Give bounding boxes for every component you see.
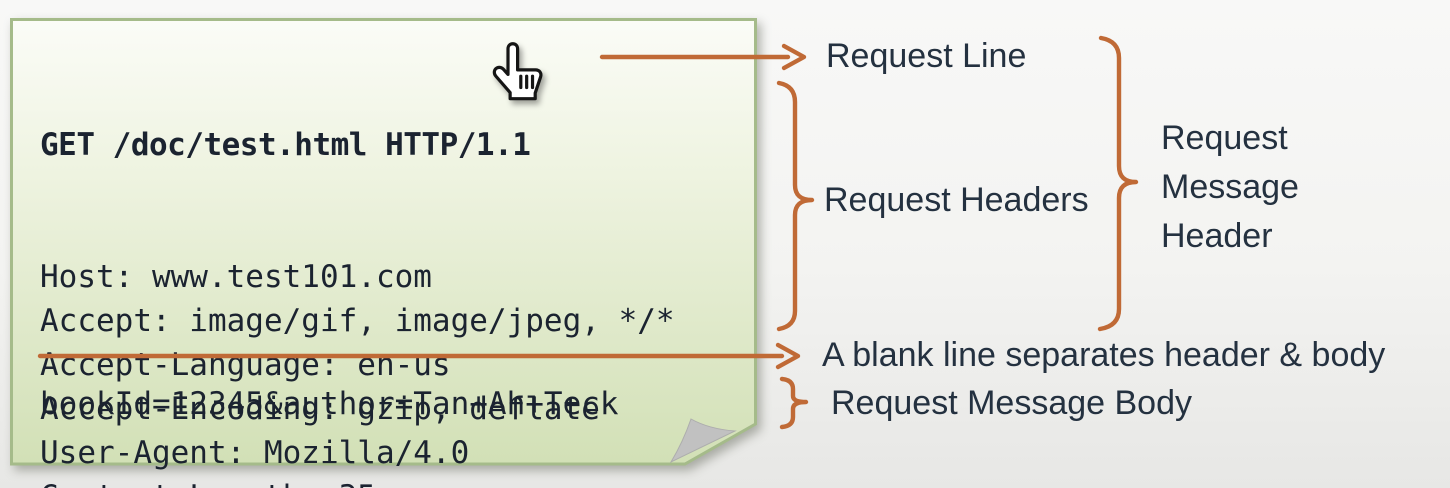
request-header-line: User-Agent: Mozilla/4.0	[40, 435, 470, 471]
request-message-header-brace-icon	[1097, 35, 1139, 332]
request-headers-brace-icon	[776, 80, 815, 332]
blank-line-label: A blank line separates header & body	[822, 336, 1386, 374]
folded-corner-icon	[669, 418, 737, 464]
request-line-arrowhead-icon	[781, 43, 807, 71]
request-message-body-brace-icon	[779, 376, 809, 430]
http-request-note: GET /doc/test.html HTTP/1.1 Host: www.te…	[10, 18, 758, 488]
request-text-block: GET /doc/test.html HTTP/1.1 Host: www.te…	[40, 35, 675, 488]
request-line-label: Request Line	[826, 37, 1027, 75]
request-line-text: GET /doc/test.html HTTP/1.1	[40, 127, 531, 163]
hand-cursor-icon	[492, 42, 543, 101]
request-header-line: Accept-Language: en-us	[40, 347, 451, 383]
request-message-header-label-line: Request	[1161, 119, 1288, 157]
request-header-line: Host: www.test101.com	[40, 259, 432, 295]
sticky-note-shape	[10, 18, 757, 466]
blank-line-arrowhead-icon	[775, 342, 801, 370]
request-header-line: Accept: image/gif, image/jpeg, */*	[40, 303, 675, 339]
request-body-text: bookId=12345&author=Tan+Ah+Teck	[40, 386, 619, 422]
request-header-line: Content-Length: 35	[40, 475, 675, 488]
request-headers-label: Request Headers	[824, 181, 1089, 219]
request-message-header-label-line: Message	[1161, 168, 1299, 206]
note-paper	[10, 18, 757, 466]
request-message-header-label-line: Header	[1161, 217, 1273, 255]
request-message-body-label: Request Message Body	[831, 384, 1192, 422]
request-header-line: Accept-Encoding: gzip, deflate	[40, 391, 600, 427]
